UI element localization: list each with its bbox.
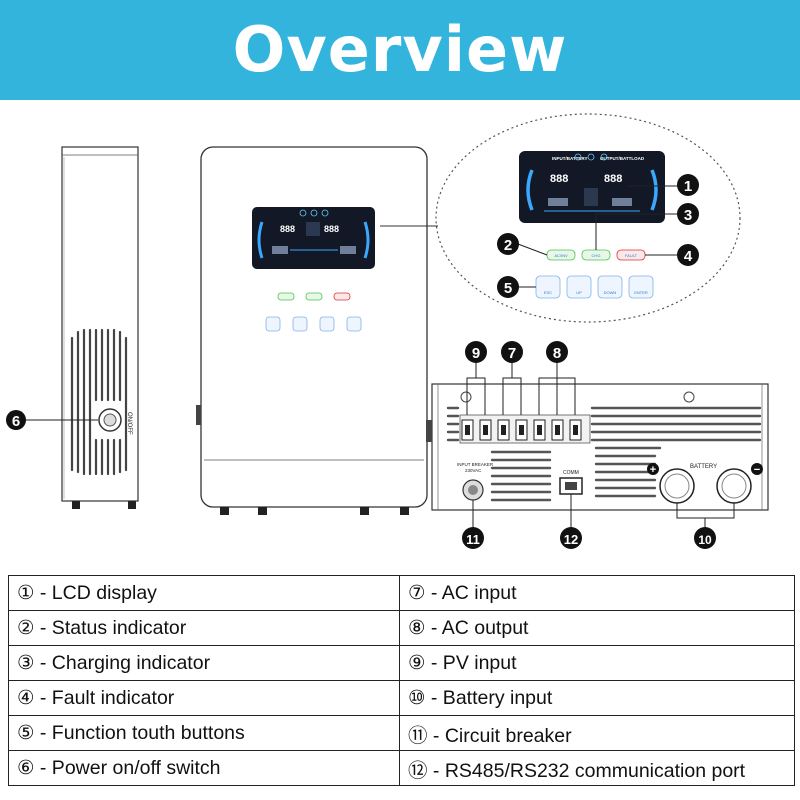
legend-row: ⑤ - Function touth buttons ⑪ - Circuit b… — [8, 715, 795, 751]
marker-4: 4 — [677, 244, 699, 266]
front-charging-indicator — [305, 292, 323, 301]
svg-text:1: 1 — [684, 178, 692, 195]
zoom-lcd-display: INPUT/BATTERY OUTPUT/BATTLOAD 888 888 — [519, 151, 665, 223]
side-vents — [70, 328, 128, 476]
svg-text:7: 7 — [508, 345, 516, 362]
svg-text:12: 12 — [564, 532, 578, 547]
zoom-fault-indicator: FAULT — [616, 249, 646, 261]
legend-item-comm-port: ⑫ - RS485/RS232 communication port — [399, 750, 795, 786]
display-zoom-callout: INPUT/BATTERY OUTPUT/BATTLOAD 888 888 AC… — [435, 113, 741, 323]
side-view: ON/OFF 6 — [6, 146, 139, 509]
svg-text:ESC: ESC — [544, 290, 552, 295]
marker-2: 2 — [497, 233, 519, 255]
svg-text:888: 888 — [280, 224, 295, 234]
front-fault-indicator — [333, 292, 351, 301]
svg-text:DOWN: DOWN — [604, 290, 617, 295]
svg-text:−: − — [754, 464, 760, 476]
marker-9: 9 — [465, 341, 487, 363]
svg-text:2: 2 — [504, 237, 512, 254]
legend-item-touch-buttons: ⑤ - Function touth buttons — [8, 715, 400, 751]
svg-text:4: 4 — [684, 248, 693, 265]
power-switch-label: ON/OFF — [126, 412, 132, 435]
zoom-charging-indicator: CHG — [581, 249, 611, 261]
svg-text:888: 888 — [604, 173, 622, 185]
front-view: 888 888 — [196, 146, 438, 515]
zoom-status-indicator: AC/INV — [546, 249, 576, 261]
legend-row: ② - Status indicator ⑧ - AC output — [8, 610, 795, 646]
legend-row: ③ - Charging indicator ⑨ - PV input — [8, 645, 795, 681]
zoom-touch-buttons: ESC UP DOWN ENTER — [535, 275, 654, 299]
svg-text:AC/INV: AC/INV — [554, 253, 568, 258]
battery-terminals: BATTERY + − — [647, 463, 763, 504]
legend-item-lcd-display: ① - LCD display — [8, 575, 400, 611]
marker-7: 7 — [501, 341, 523, 363]
svg-text:CHG: CHG — [592, 253, 601, 258]
svg-text:+: + — [650, 464, 656, 476]
marker-5: 5 — [497, 276, 519, 298]
terminal-block — [459, 414, 591, 444]
svg-text:9: 9 — [472, 345, 480, 362]
svg-text:COMM: COMM — [563, 470, 579, 476]
svg-text:888: 888 — [324, 224, 339, 234]
legend-item-ac-output: ⑧ - AC output — [399, 610, 795, 646]
svg-text:10: 10 — [698, 533, 712, 547]
legend-item-pv-input: ⑨ - PV input — [399, 645, 795, 681]
marker-12: 12 — [560, 527, 582, 549]
legend-row: ⑥ - Power on/off switch ⑫ - RS485/RS232 … — [8, 750, 795, 786]
svg-text:FAULT: FAULT — [625, 253, 638, 258]
front-touch-buttons — [265, 316, 362, 332]
title-banner — [0, 0, 800, 100]
svg-text:BATTERY: BATTERY — [690, 464, 717, 470]
marker-3: 3 — [677, 203, 699, 225]
bottom-view: 9 7 8 INPUT BREAKER 230VAC 11 COMM 12 BA… — [426, 341, 769, 549]
svg-text:OUTPUT/BATTLOAD: OUTPUT/BATTLOAD — [600, 156, 645, 161]
svg-text:3: 3 — [684, 207, 692, 224]
svg-text:888: 888 — [550, 173, 568, 185]
marker-8: 8 — [546, 341, 568, 363]
svg-text:ENTER: ENTER — [634, 290, 648, 295]
comm-port: COMM — [559, 470, 583, 495]
legend-item-battery-input: ⑩ - Battery input — [399, 680, 795, 716]
legend-item-ac-input: ⑦ - AC input — [399, 575, 795, 611]
svg-text:230VAC: 230VAC — [465, 468, 482, 473]
legend-item-circuit-breaker: ⑪ - Circuit breaker — [399, 715, 795, 751]
svg-text:INPUT/BATTERY: INPUT/BATTERY — [552, 156, 588, 161]
legend-item-power-switch: ⑥ - Power on/off switch — [8, 750, 400, 786]
svg-text:UP: UP — [576, 290, 582, 295]
legend-item-status-indicator: ② - Status indicator — [8, 610, 400, 646]
device-diagram: ON/OFF 6 888 888 — [6, 113, 769, 549]
marker-10: 10 — [694, 527, 716, 549]
page-title: Overview — [232, 13, 568, 86]
marker-11: 11 — [462, 527, 484, 549]
svg-text:INPUT BREAKER: INPUT BREAKER — [457, 462, 494, 467]
bottom-vents — [446, 406, 762, 502]
legend-row: ④ - Fault indicator ⑩ - Battery input — [8, 680, 795, 716]
legend-table: ① - LCD display ⑦ - AC input ② - Status … — [8, 575, 795, 786]
svg-text:8: 8 — [553, 345, 561, 362]
legend-row: ① - LCD display ⑦ - AC input — [8, 575, 795, 611]
marker-6: 6 — [6, 410, 26, 430]
svg-text:5: 5 — [504, 280, 512, 297]
svg-text:6: 6 — [12, 413, 20, 430]
legend-item-charging-indicator: ③ - Charging indicator — [8, 645, 400, 681]
front-lcd-display: 888 888 — [252, 207, 375, 269]
marker-1: 1 — [677, 174, 699, 196]
legend-item-fault-indicator: ④ - Fault indicator — [8, 680, 400, 716]
circuit-breaker: INPUT BREAKER 230VAC — [457, 462, 494, 501]
front-status-indicator — [277, 292, 295, 301]
svg-text:11: 11 — [466, 532, 480, 547]
